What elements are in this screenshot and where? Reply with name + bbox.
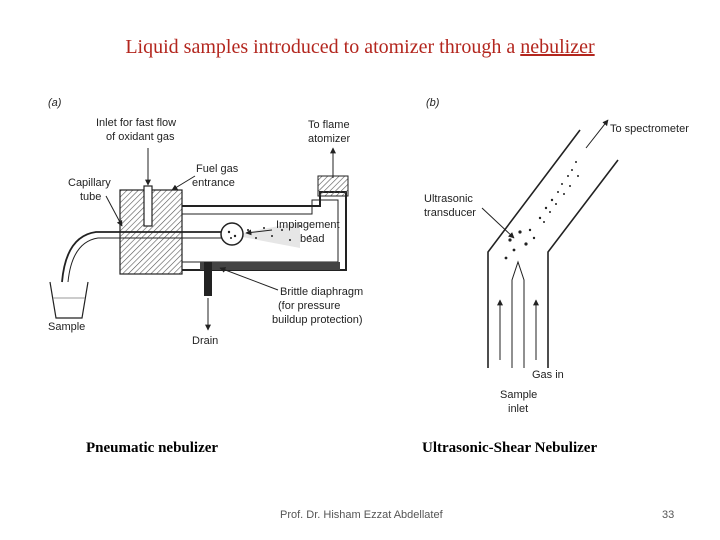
- label-capillary-line2: tube: [80, 191, 101, 203]
- pneumatic-nebulizer-diagram: (a): [48, 97, 363, 347]
- label-sample-line1: Sample: [500, 389, 537, 401]
- transducer-pointer: [481, 207, 515, 239]
- label-bead-line1: Impingement: [276, 219, 340, 231]
- tube-left-wall: [487, 129, 581, 368]
- brittle-diaphragm-liquid: [200, 262, 340, 270]
- label-transducer-line1: Ultrasonic: [424, 193, 473, 205]
- capillary-pointer: [105, 195, 123, 227]
- label-flame-line1: To flame: [308, 119, 350, 131]
- label-diaphragm-line1: Brittle diaphragm: [280, 286, 363, 298]
- capillary-tube-inner: [67, 237, 232, 283]
- to-spectrometer-arrow: [585, 119, 609, 149]
- slide-title: Liquid samples introduced to atomizer th…: [0, 36, 720, 59]
- title-text: Liquid samples introduced to atomizer th…: [125, 36, 521, 58]
- label-fuel-line1: Fuel gas: [196, 163, 239, 175]
- page-number: 33: [662, 509, 675, 521]
- impingement-bead: [220, 222, 244, 246]
- label-transducer-line2: transducer: [424, 207, 476, 219]
- sample-beaker: [49, 281, 89, 319]
- label-capillary-line1: Capillary: [68, 177, 111, 189]
- spray-cone: [232, 222, 300, 248]
- label-sample-line2: inlet: [508, 403, 528, 415]
- caption-pneumatic: Pneumatic nebulizer: [86, 440, 219, 456]
- label-sample: Sample: [48, 321, 85, 333]
- label-inlet-line2: of oxidant gas: [106, 131, 175, 143]
- capillary-tube: [61, 231, 232, 283]
- oxidant-inlet-pipe: [143, 185, 153, 227]
- sample-capillary: [511, 260, 525, 368]
- diaphragm-pointer: [219, 267, 279, 291]
- panel-label-a: (a): [48, 97, 62, 109]
- label-bead-line2: bead: [300, 233, 324, 245]
- label-gas-in: Gas in: [532, 369, 564, 381]
- drain-tube: [204, 262, 212, 296]
- label-inlet-line1: Inlet for fast flow: [96, 117, 176, 129]
- bead-pointer: [245, 229, 273, 236]
- tube-right-wall: [547, 159, 619, 368]
- label-fuel-line2: entrance: [192, 177, 235, 189]
- title-underlined-word: nebulizer: [520, 36, 595, 58]
- ultrasonic-nebulizer-diagram: (b) To spectrometer Ultrasonic transduce…: [424, 97, 689, 415]
- aerosol-droplets: [504, 161, 579, 260]
- label-spectrometer: To spectrometer: [610, 123, 689, 135]
- panel-label-b: (b): [426, 97, 440, 109]
- label-diaphragm-line3: buildup protection): [272, 314, 363, 326]
- footer-author: Prof. Dr. Hisham Ezzat Abdellatef: [280, 509, 443, 521]
- caption-ultrasonic: Ultrasonic-Shear Nebulizer: [422, 440, 598, 456]
- label-flame-line2: atomizer: [308, 133, 351, 145]
- flame-outlet: [317, 175, 349, 197]
- label-drain: Drain: [192, 335, 218, 347]
- fuel-gas-arrow: [171, 175, 196, 191]
- label-diaphragm-line2: (for pressure: [278, 300, 340, 312]
